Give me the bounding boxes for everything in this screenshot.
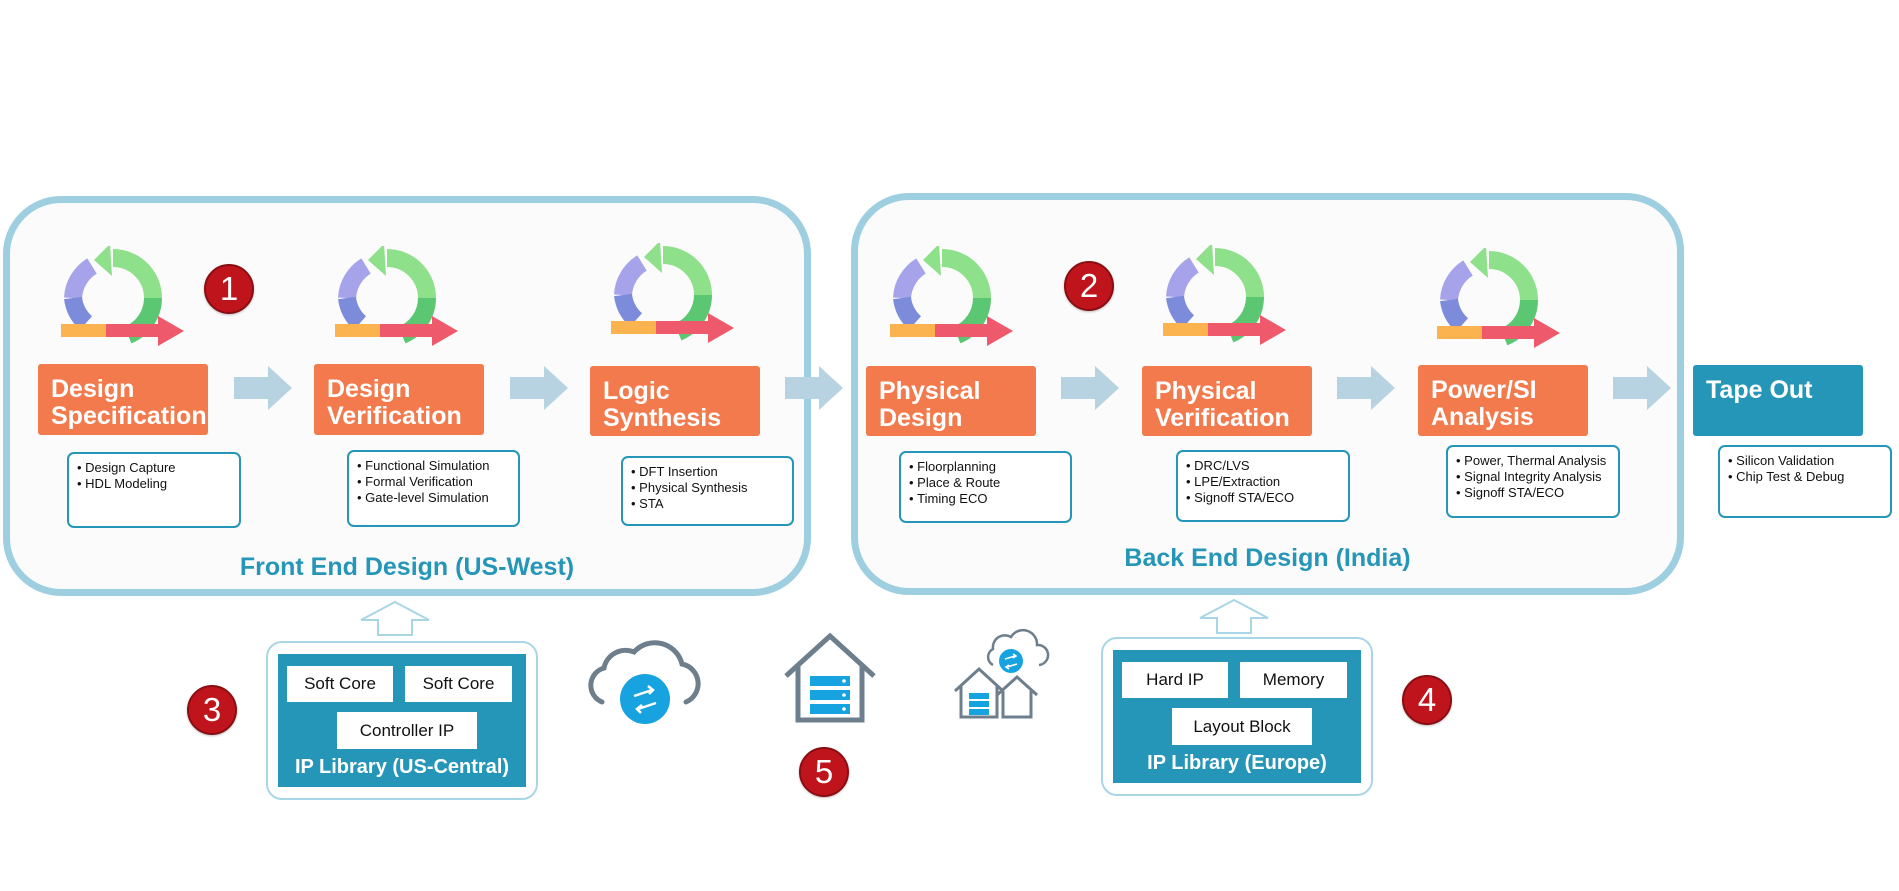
up-arrow-icon — [359, 600, 431, 642]
back-end-region-label: Back End Design (India) — [1124, 544, 1411, 572]
right-arrow-icon — [1337, 366, 1395, 415]
task-item: Signoff STA/ECO — [1456, 485, 1618, 501]
ip-library-us-central: Soft Core Soft Core Controller IP IP Lib… — [266, 641, 538, 800]
cycle-arrow-icon — [1160, 245, 1290, 350]
tasks-physical-verification: DRC/LVS LPE/Extraction Signoff STA/ECO — [1176, 450, 1350, 522]
right-arrow-icon — [1613, 366, 1671, 415]
stage-power-si-analysis: Power/SI Analysis — [1418, 365, 1588, 436]
task-item: Floorplanning — [909, 459, 1070, 475]
right-arrow-icon — [510, 366, 568, 415]
stage-design-verification: Design Verification — [314, 364, 484, 435]
tasks-physical-design: Floorplanning Place & Route Timing ECO — [899, 451, 1072, 523]
task-item: LPE/Extraction — [1186, 474, 1348, 490]
ip-library-label: IP Library (US-Central) — [294, 756, 510, 778]
task-item: Formal Verification — [357, 474, 518, 490]
right-arrow-icon — [234, 366, 292, 415]
badge-3: 3 — [187, 685, 237, 735]
stage-logic-synthesis: Logic Synthesis — [590, 366, 760, 436]
task-item: Power, Thermal Analysis — [1456, 453, 1618, 469]
stage-tape-out: Tape Out — [1693, 365, 1863, 436]
task-item: Place & Route — [909, 475, 1070, 491]
badge-2: 2 — [1064, 261, 1114, 311]
cycle-arrow-icon — [887, 246, 1017, 351]
cloud-exchange-icon — [582, 630, 702, 731]
task-item: Signoff STA/ECO — [1186, 490, 1348, 506]
ip-library-panel: Hard IP Memory Layout Block IP Library (… — [1113, 650, 1361, 783]
up-arrow-icon — [1198, 598, 1270, 640]
task-item: Gate-level Simulation — [357, 490, 518, 506]
ip-chip-soft-core: Soft Core — [405, 666, 512, 702]
badge-5: 5 — [799, 747, 849, 797]
hybrid-cloud-sites-icon — [951, 621, 1051, 726]
tasks-logic-synthesis: DFT Insertion Physical Synthesis STA — [621, 456, 794, 526]
tasks-tape-out: Silicon Validation Chip Test & Debug — [1718, 445, 1892, 518]
cycle-arrow-icon — [1434, 248, 1564, 353]
stage-physical-design: Physical Design — [866, 366, 1036, 436]
ip-chip-layout-block: Layout Block — [1172, 708, 1312, 745]
datacenter-house-icon — [782, 632, 878, 729]
task-item: Chip Test & Debug — [1728, 469, 1890, 485]
ip-library-europe: Hard IP Memory Layout Block IP Library (… — [1101, 637, 1373, 796]
task-item: Signal Integrity Analysis — [1456, 469, 1618, 485]
task-item: STA — [631, 496, 792, 512]
cycle-arrow-icon — [332, 246, 462, 351]
stage-physical-verification: Physical Verification — [1142, 366, 1312, 436]
task-item: Functional Simulation — [357, 458, 518, 474]
task-item: Physical Synthesis — [631, 480, 792, 496]
tasks-design-specification: Design Capture HDL Modeling — [67, 452, 241, 528]
task-item: Timing ECO — [909, 491, 1070, 507]
ip-chip-hard-ip: Hard IP — [1122, 662, 1228, 698]
task-item: HDL Modeling — [77, 476, 239, 492]
ip-library-label: IP Library (Europe) — [1147, 752, 1327, 774]
badge-1: 1 — [204, 264, 254, 314]
ip-chip-memory: Memory — [1240, 662, 1347, 698]
stage-design-specification: Design Specification — [38, 364, 208, 435]
right-arrow-icon — [785, 366, 843, 415]
tasks-power-si-analysis: Power, Thermal Analysis Signal Integrity… — [1446, 445, 1620, 518]
right-arrow-icon — [1061, 366, 1119, 415]
task-item: DRC/LVS — [1186, 458, 1348, 474]
ip-chip-soft-core: Soft Core — [287, 666, 393, 702]
task-item: Silicon Validation — [1728, 453, 1890, 469]
cycle-arrow-icon — [608, 243, 738, 348]
cycle-arrow-icon — [58, 246, 188, 351]
badge-4: 4 — [1402, 675, 1452, 725]
tasks-design-verification: Functional Simulation Formal Verificatio… — [347, 450, 520, 527]
ip-chip-controller: Controller IP — [337, 712, 477, 749]
front-end-region-label: Front End Design (US-West) — [239, 553, 575, 581]
ip-library-panel: Soft Core Soft Core Controller IP IP Lib… — [278, 654, 526, 787]
task-item: DFT Insertion — [631, 464, 792, 480]
task-item: Design Capture — [77, 460, 239, 476]
